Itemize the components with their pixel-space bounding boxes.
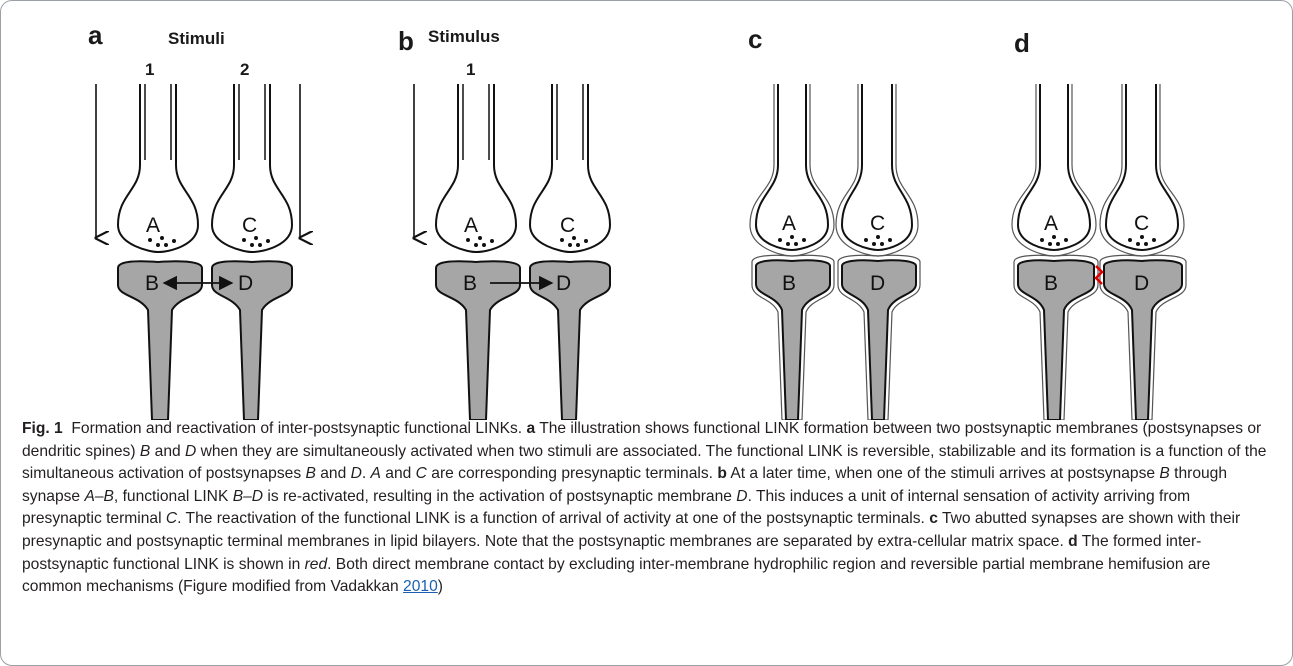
caption-italic-red: red: [305, 556, 328, 573]
panel-b-label-D: D: [556, 272, 571, 295]
caption-italic-B-D: B–D: [233, 488, 263, 505]
panel-c: c A C B D: [748, 24, 920, 420]
panel-a-label: a: [88, 20, 103, 50]
caption-panel-b-label: b: [717, 465, 727, 482]
caption-italic-B: B: [305, 465, 315, 482]
panel-a-stimulus-2: 2: [240, 60, 249, 79]
panel-a-stimulus-1: 1: [145, 60, 154, 79]
panel-a-label-B: B: [145, 272, 159, 295]
panel-d-red-link: [1096, 266, 1102, 284]
panel-d-label: d: [1014, 28, 1030, 58]
panel-d-label-C: C: [1134, 212, 1149, 235]
panel-b-label-C: C: [560, 214, 575, 237]
caption-and: and: [155, 443, 181, 460]
panel-c-label-D: D: [870, 272, 885, 295]
panel-c-label-C: C: [870, 212, 885, 235]
panel-a-label-D: D: [238, 272, 253, 295]
panel-a-stimuli-title: Stimuli: [168, 29, 225, 48]
panel-c-synapse-right: [836, 84, 920, 420]
panel-d-synapse-right: [1100, 84, 1186, 420]
caption-italic-A: A: [371, 465, 381, 482]
panel-b-label-B: B: [463, 272, 477, 295]
caption-panel-c-label: c: [929, 510, 938, 527]
panel-b: b Stimulus 1 A C B D: [398, 26, 610, 420]
caption-italic-B: B: [1159, 465, 1169, 482]
caption-italic-D: D: [185, 443, 196, 460]
caption-panel-d-label: d: [1068, 533, 1078, 550]
panel-d-label-A: A: [1044, 212, 1058, 235]
panel-c-synapse-left: [750, 84, 834, 420]
caption-italic-A-B: A–B: [84, 488, 113, 505]
caption-a-text-3: corresponding presynaptic terminals.: [458, 465, 713, 482]
panel-a-label-C: C: [242, 214, 257, 237]
figure-illustration: a Stimuli 1 2 A C B D b Stimulus 1: [0, 0, 1293, 420]
caption-italic-D: D: [351, 465, 362, 482]
panel-d-synapse-left: [1012, 84, 1098, 420]
caption-d-text-3: ): [438, 578, 443, 595]
caption-b-text-1: At a later time, when one of the stimuli…: [730, 465, 1155, 482]
caption-title: Formation and reactivation of inter-post…: [71, 420, 522, 437]
caption-panel-a-label: a: [526, 420, 535, 437]
caption-italic-D: D: [736, 488, 747, 505]
panel-a-label-A: A: [146, 214, 160, 237]
caption-italic-C: C: [166, 510, 177, 527]
caption-b-text-4: is re-activated, resulting in the activa…: [267, 488, 732, 505]
caption-fig-label: Fig. 1: [22, 420, 63, 437]
caption-and: and: [320, 465, 346, 482]
caption-italic-C: C: [416, 465, 427, 482]
caption-are: are: [431, 465, 454, 482]
panel-b-synapse-right: [530, 84, 610, 420]
panel-b-label: b: [398, 26, 414, 56]
panel-a: a Stimuli 1 2 A C B D: [88, 20, 300, 420]
panel-d: d A C B D: [1012, 28, 1186, 420]
panel-d-label-D: D: [1134, 272, 1149, 295]
caption-b-text-6: . The reactivation of the functional LIN…: [177, 510, 925, 527]
panel-b-stimulus-1: 1: [466, 60, 475, 79]
panel-a-synapse-right: [212, 84, 292, 420]
panel-a-synapse-left: [118, 84, 202, 420]
panel-c-label: c: [748, 24, 762, 54]
figure-caption: Fig. 1 Formation and reactivation of int…: [22, 418, 1274, 599]
caption-b-text-3: , functional LINK: [114, 488, 228, 505]
caption-italic-B: B: [140, 443, 150, 460]
panel-b-label-A: A: [464, 214, 478, 237]
reference-link-2010[interactable]: 2010: [403, 578, 438, 595]
panel-b-stimulus-title: Stimulus: [428, 27, 500, 46]
panel-b-synapse-left: [436, 84, 520, 420]
panel-c-label-B: B: [782, 272, 796, 295]
caption-and: and: [385, 465, 411, 482]
panel-c-label-A: A: [782, 212, 796, 235]
panel-d-label-B: B: [1044, 272, 1058, 295]
